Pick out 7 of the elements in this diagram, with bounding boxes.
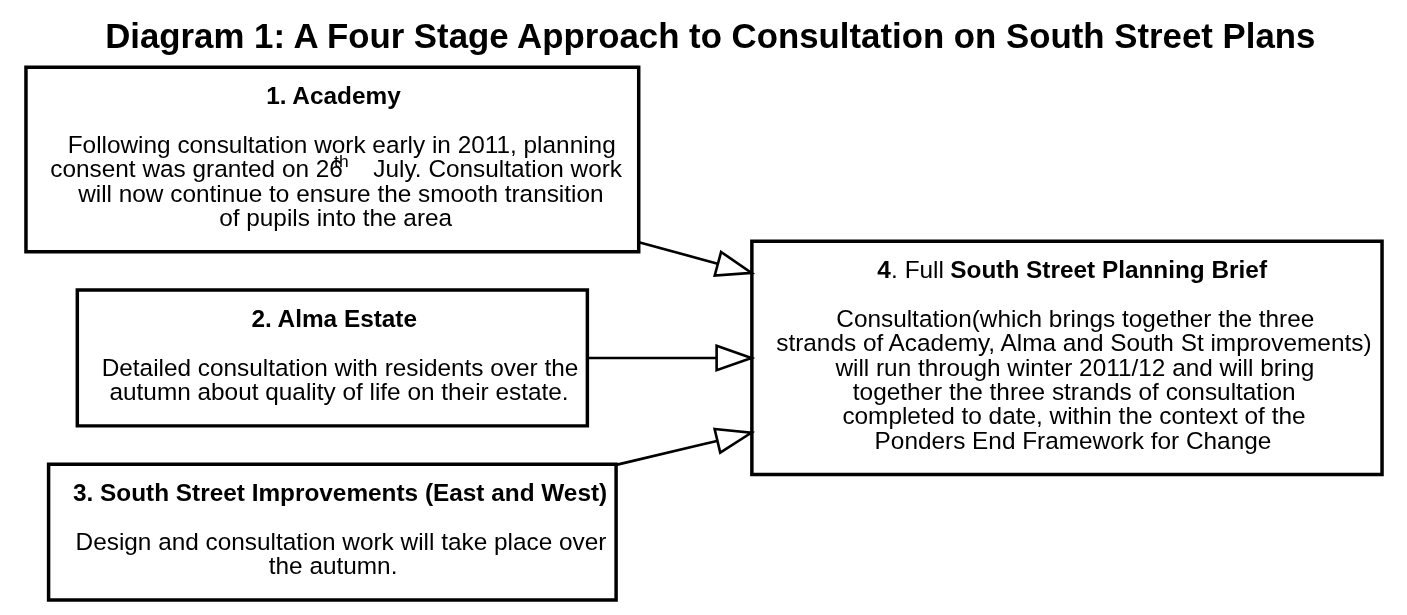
arrow (638, 241, 755, 277)
node-box: 3. South Street Improvements (East and West) Design and consultation work will take place over the autumn. (46, 462, 618, 602)
arrow (587, 343, 755, 372)
node-box: 2. Alma Estate Detailed consultation with residents over the autumn about quality of life on their estate. (75, 288, 589, 428)
node-box: 4. Full South Street Planning Brief Consultation(which brings together the three strands of Academy, Alma and South St improvements) will run through winter 2011/12 and will bring together the three strands of consultation completed to date, within the context of the Ponders End Framework for Change (749, 239, 1384, 477)
diagram-title: Diagram 1: A Four Stage Approach to Consultation on South Street Plans (104, 16, 1315, 56)
arrow (615, 427, 755, 467)
